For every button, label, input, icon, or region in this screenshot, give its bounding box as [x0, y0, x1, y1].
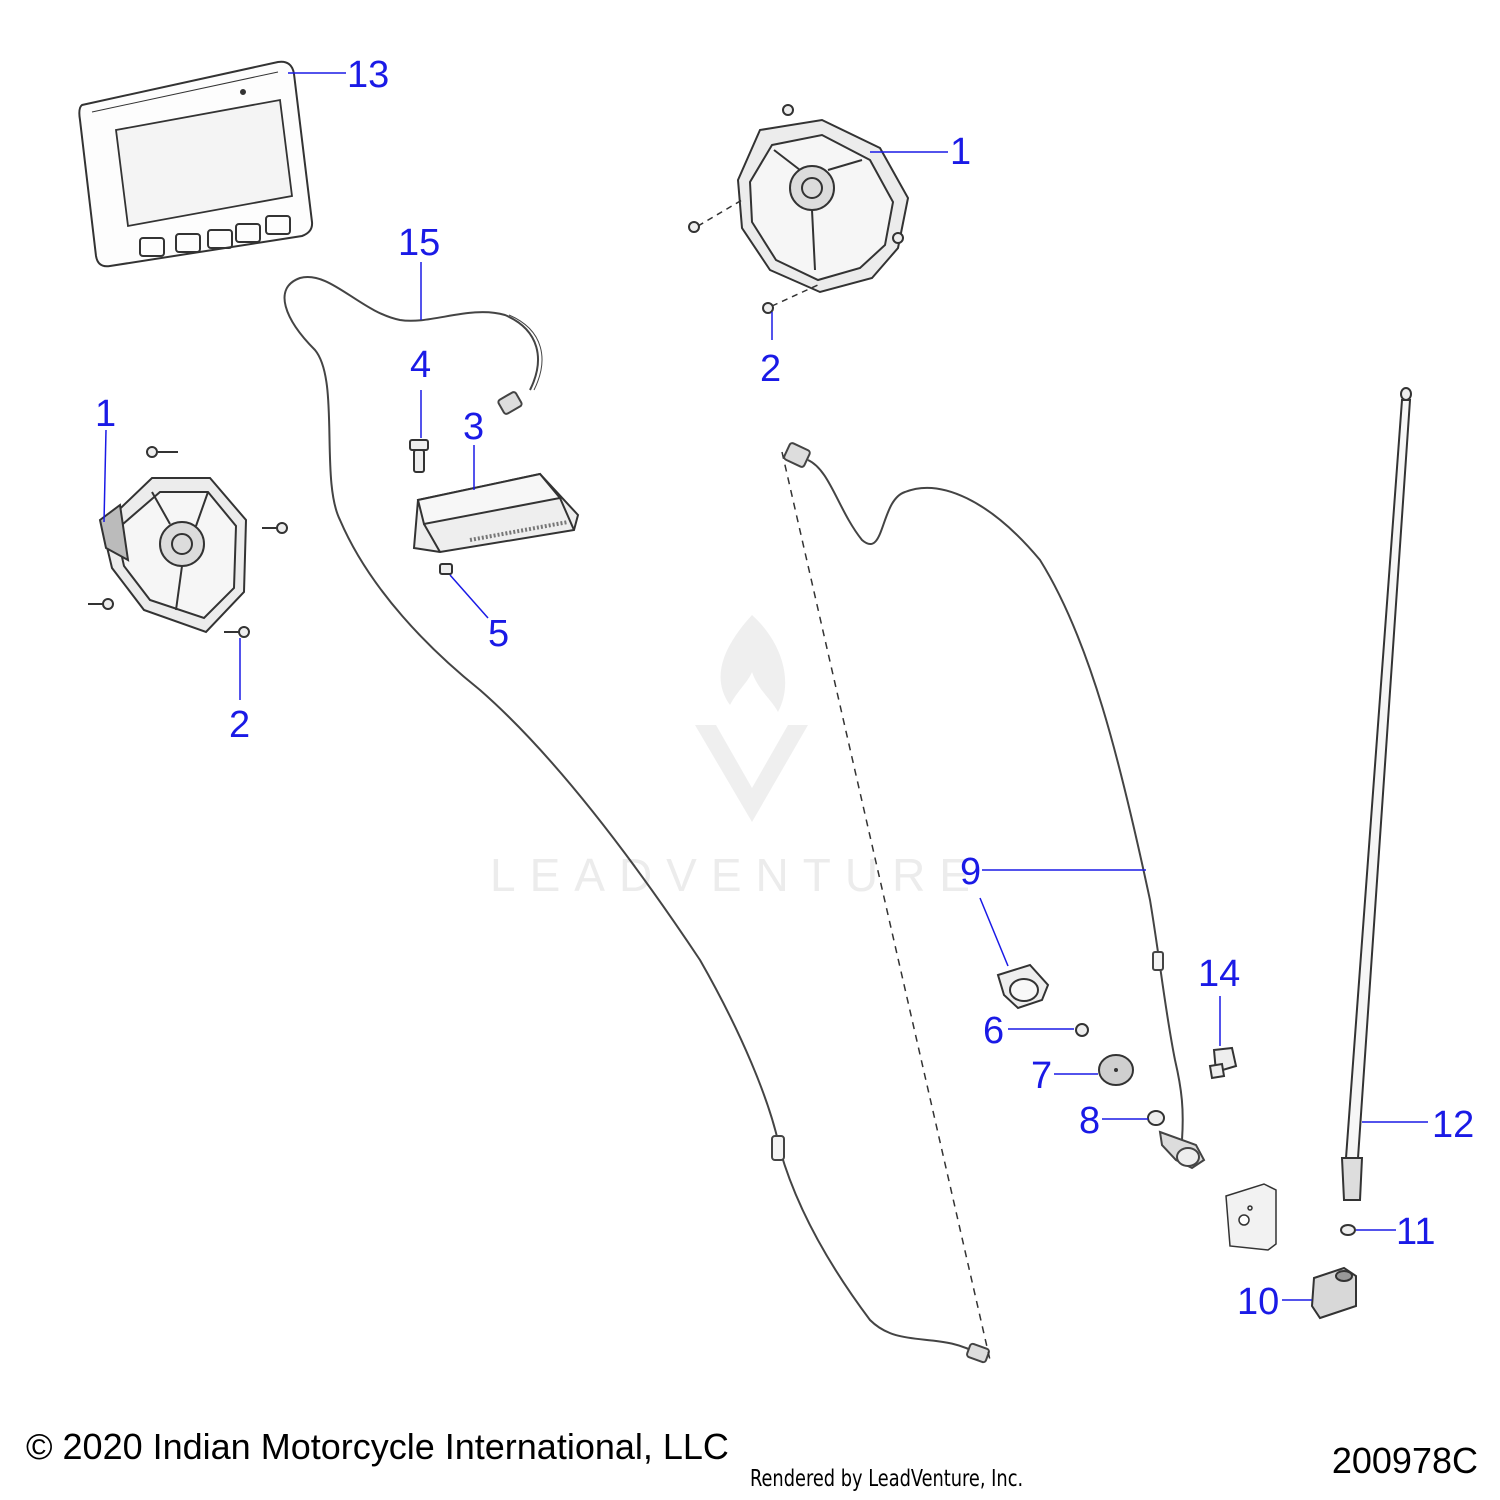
- nut-6: [1075, 1023, 1089, 1037]
- washer-7: [1098, 1054, 1134, 1086]
- bolt-4: [409, 439, 429, 473]
- amplifier-module: [412, 472, 580, 554]
- callout-9[interactable]: 9: [960, 851, 982, 893]
- callout-1-left[interactable]: 1: [95, 393, 117, 435]
- mounting-bracket: [1225, 1183, 1277, 1251]
- antenna-cable-short: [783, 442, 1206, 1170]
- leader-lines: [103, 72, 1428, 1301]
- nut-5: [439, 563, 453, 575]
- speaker-right: [688, 104, 910, 314]
- watermark-logo: [695, 615, 808, 822]
- rendered-by-text: Rendered by LeadVenture, Inc.: [750, 1466, 1024, 1492]
- callout-12[interactable]: 12: [1432, 1104, 1475, 1146]
- callout-6[interactable]: 6: [983, 1010, 1005, 1052]
- dashed-guide: [781, 451, 991, 1361]
- callout-13[interactable]: 13: [347, 54, 390, 96]
- watermark: LEADVENTURE: [490, 849, 984, 901]
- callout-14[interactable]: 14: [1198, 953, 1241, 995]
- callout-4[interactable]: 4: [410, 344, 432, 386]
- washer-11: [1340, 1224, 1356, 1236]
- callout-2-right[interactable]: 2: [760, 348, 782, 390]
- callout-10[interactable]: 10: [1237, 1281, 1280, 1323]
- callout-5[interactable]: 5: [488, 613, 510, 655]
- antenna-base-10: [1310, 1266, 1357, 1320]
- callout-11[interactable]: 11: [1396, 1211, 1436, 1253]
- antenna-cable-long: [283, 275, 990, 1364]
- callout-7[interactable]: 7: [1031, 1055, 1053, 1097]
- callout-8[interactable]: 8: [1079, 1100, 1101, 1142]
- diagram-code: 200978C: [1331, 1440, 1478, 1481]
- callout-15[interactable]: 15: [398, 222, 441, 264]
- callout-1-right[interactable]: 1: [950, 131, 972, 173]
- copyright-text: © 2020 Indian Motorcycle International, …: [26, 1426, 729, 1467]
- antenna-mast: [1340, 387, 1412, 1201]
- display-unit: [78, 60, 314, 268]
- connector-14: [1208, 1046, 1238, 1080]
- callout-3[interactable]: 3: [463, 406, 485, 448]
- callout-2-left[interactable]: 2: [229, 704, 251, 746]
- grommet-9a: [996, 963, 1050, 1010]
- washer-8: [1147, 1110, 1165, 1126]
- speaker-left: [88, 446, 288, 638]
